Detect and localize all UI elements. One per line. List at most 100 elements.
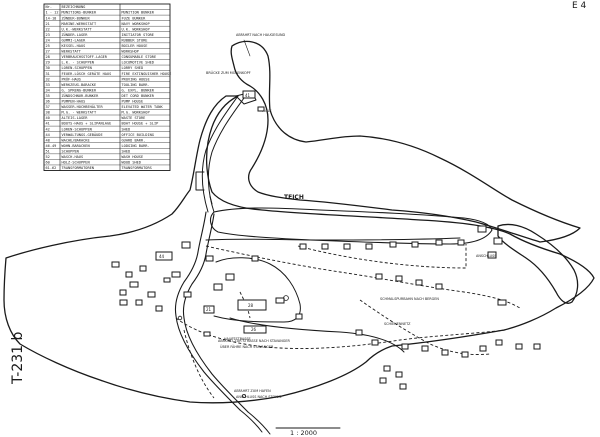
legend-cell: MUNITION BUNKER — [122, 11, 155, 15]
building-36 — [111, 261, 120, 268]
pier-label: BRÜCKE ZUM MOLENKOPF — [206, 70, 251, 75]
corner-mark: E 4 — [572, 1, 587, 11]
munition-bunker — [441, 349, 449, 356]
pier-building — [242, 90, 256, 99]
bottom-note-2: ANSCHLUSS NACH STOKKE — [236, 395, 282, 399]
legend-cell: WORKSHOP — [122, 50, 139, 54]
legend-cell: MUNITIONS-BUNKER — [62, 11, 97, 15]
legend-cell: OFFICE BUILDING — [122, 133, 154, 137]
munition-bunker — [399, 383, 407, 390]
building-30 — [275, 297, 285, 304]
legend-cell: NAVY WORKSHOP — [122, 22, 150, 26]
munition-bunker — [461, 351, 469, 358]
legend-cell: 60 — [46, 161, 50, 165]
bunkers — [119, 239, 541, 390]
north-harbour-label: ABFAHRT NACH HAUGESUND — [236, 33, 285, 37]
north-harbour-line — [243, 39, 251, 57]
building-26-number: 26 — [251, 327, 257, 332]
legend-cell: WERKZEUG-BARACKE — [62, 83, 97, 87]
legend-cell: HOLZ-SCHUPPEN — [62, 161, 90, 165]
building-28-number: 28 — [248, 303, 254, 308]
legend-cell: 23 — [46, 33, 50, 37]
legend-cell: LOREN-SCHUPPEN — [62, 127, 92, 131]
legend-cell: G. EXPL. BUNKER — [122, 88, 155, 92]
building-34 — [147, 291, 156, 298]
legend-cell: FEUER-LÖSCH GERÄTE HAUS — [62, 71, 112, 76]
munition-bunker — [379, 377, 387, 384]
rail-branch-1 — [297, 244, 467, 269]
legend-cell: 31 — [46, 72, 50, 76]
legend-cell: 25 — [46, 44, 50, 48]
legend-cell: LOCOMOTIVE SHED — [122, 61, 154, 65]
scale-label: 1 : 2000 — [290, 429, 317, 437]
legend-cell: ZÜNDER-LAGER — [62, 32, 89, 37]
building-51 — [497, 299, 507, 306]
legend-cell: ALTEIS-LAGER — [62, 116, 89, 120]
building-60 — [493, 237, 503, 245]
bottom-note-1: ABFAHRT ZUM HAFEN — [234, 389, 271, 393]
munition-bunker — [375, 273, 383, 280]
building-49 — [371, 339, 379, 346]
building-27 — [225, 273, 235, 281]
rail-branch-5 — [183, 329, 215, 399]
rail-branch-4 — [239, 291, 251, 319]
document-id: T-231 b — [10, 332, 26, 385]
jetty-1 — [195, 171, 205, 191]
coastline-east — [497, 223, 579, 304]
causeway-edge — [207, 97, 245, 213]
legend-cell: ZÜNDER-BUNKER — [62, 15, 91, 20]
legend-cell: 42 — [46, 127, 50, 131]
east-pier-label: MOLE — [262, 109, 272, 113]
south-road — [239, 409, 263, 433]
legend-cell: WASCH-HAUS — [62, 155, 84, 159]
munition-bunker — [411, 241, 419, 248]
building-26 — [243, 325, 267, 334]
legend-cell: TRANSFORMATOREN — [62, 166, 94, 170]
legend-header: Nr. — [46, 5, 53, 9]
legend-cell: WOOD SHED — [122, 161, 141, 165]
legend-cell: U.K. WORKSHOP — [122, 27, 150, 31]
pier-building-number: 41 — [245, 93, 251, 98]
legend-cell: LODGING BARR. — [122, 144, 150, 148]
legend-cell: U.K.-WERKSTATT — [62, 27, 93, 31]
coastline-main — [3, 95, 595, 404]
building-35 — [119, 299, 128, 306]
legend-cell: 28 — [46, 55, 50, 59]
legend-cell: GUARD BARR. — [122, 138, 146, 142]
legend-cell: RUBBER STORE — [122, 38, 148, 42]
causeway — [201, 95, 239, 213]
building-31 — [171, 271, 181, 278]
legend-cell: SHED — [122, 149, 131, 153]
legend-cell: WACHE/BARACKE — [62, 138, 90, 142]
legend-cell: 35 — [46, 94, 50, 98]
munition-bunker — [515, 343, 523, 350]
pond — [209, 207, 493, 245]
legend-cell: WASTE STORE — [122, 116, 146, 120]
legend-cell: GUMMI-LAGER — [62, 38, 87, 42]
legend-cell: KESSEL-HAUS — [62, 44, 86, 48]
legend-cell: BOOTS-HAUS + SLIPANLAGE — [62, 122, 112, 126]
legend-cell: WERKSTATT — [62, 50, 82, 54]
legend-cell: CONSUMABLE STORE — [122, 55, 157, 59]
south-route-label-1: ABFAHRT ZUR STRASSE NACH STAVANGER — [218, 339, 291, 343]
legend-cell: 27 — [46, 50, 50, 54]
building-61 — [487, 251, 497, 259]
legend-cell: M.G. - WERKSTATT — [62, 111, 97, 115]
legend-cell: 48 — [46, 138, 50, 142]
center-road-label: HAUPTSTRASSE — [224, 337, 251, 341]
munition-bunker — [395, 275, 403, 282]
legend-cell: 1 - 12 — [46, 11, 59, 15]
survey-point-1 — [283, 295, 289, 301]
coastline-north — [230, 40, 581, 243]
building-38 — [163, 277, 171, 283]
building-47 — [395, 371, 403, 378]
legend-cell: INITIATOR STORE — [122, 33, 154, 37]
pond-label: TEICH — [284, 194, 304, 201]
building-44-number: 44 — [159, 254, 165, 259]
legend-cell: VERWALTUNGS-GEBÄUDE — [62, 132, 103, 137]
munition-bunker — [389, 241, 397, 248]
munition-bunker — [435, 283, 443, 290]
legend-cell: WASH HOUSE — [122, 155, 144, 159]
jetty-hut — [257, 106, 265, 112]
building-25 — [181, 241, 191, 249]
